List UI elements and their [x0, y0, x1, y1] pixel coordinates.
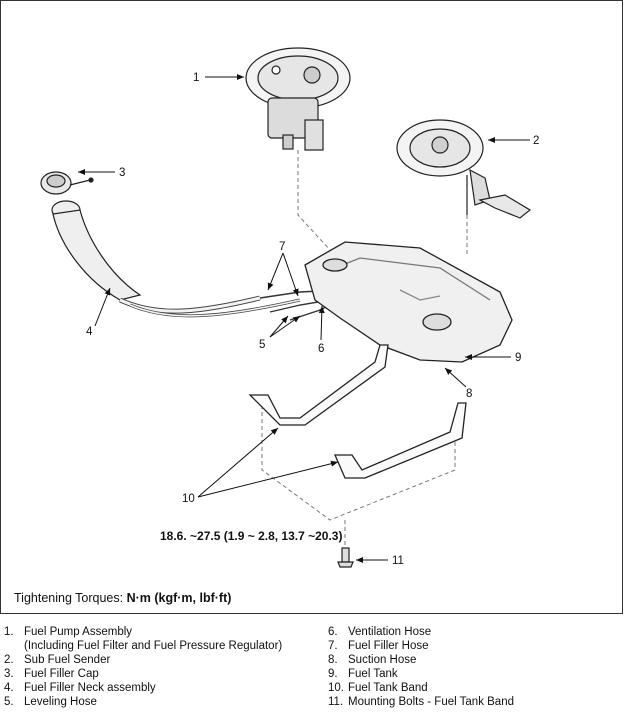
legend-text: Fuel Tank — [348, 668, 398, 680]
fuel-system-diagram: 1 2 3 4 5 6 7 8 9 10 11 — [40, 47, 539, 568]
legend-text: Fuel Filler Cap — [24, 668, 99, 680]
torque-note-prefix: Tightening Torques: — [14, 591, 127, 605]
callout-4: 4 — [86, 326, 93, 338]
callout-11: 11 — [392, 555, 404, 567]
callout-9: 9 — [515, 352, 521, 364]
legend-item: 2. Sub Fuel Sender — [4, 653, 282, 667]
legend-item: 11. Mounting Bolts - Fuel Tank Band — [328, 695, 514, 709]
legend-item: 6. Ventilation Hose — [328, 625, 514, 639]
callout-7: 7 — [279, 241, 285, 253]
callout-2: 2 — [533, 135, 539, 147]
torque-note-units: N·m (kgf·m, lbf·ft) — [126, 591, 232, 605]
legend-item: 4. Fuel Filler Neck assembly — [4, 681, 282, 695]
legend-item: 1. Fuel Pump Assembly — [4, 625, 282, 639]
legend-number: 5. — [4, 696, 14, 708]
diagram-frame — [0, 0, 623, 614]
legend-text: Leveling Hose — [24, 696, 97, 708]
legend-text: Fuel Pump Assembly — [24, 626, 133, 638]
legend-text: Mounting Bolts - Fuel Tank Band — [348, 696, 514, 708]
leader-lines — [78, 74, 530, 563]
legend-text: Fuel Filler Neck assembly — [24, 682, 156, 694]
fuel-tank-bands — [248, 344, 467, 479]
legend-number: 3. — [4, 668, 14, 680]
torque-note: Tightening Torques: N·m (kgf·m, lbf·ft) — [14, 591, 231, 605]
fuel-pump-assembly — [245, 47, 351, 151]
fuel-tank — [304, 241, 513, 363]
legend-number: 8. — [328, 654, 338, 666]
legend-item: (Including Fuel Filter and Fuel Pressure… — [4, 639, 282, 653]
legend-text: Sub Fuel Sender — [24, 654, 111, 666]
legend-item: 10. Fuel Tank Band — [328, 681, 514, 695]
legend-number: 10. — [328, 682, 344, 694]
legend-text: Ventilation Hose — [348, 626, 432, 638]
legend-number: 9. — [328, 668, 338, 680]
torque-spec: 18.6. ~27.5 (1.9 ~ 2.8, 13.7 ~20.3) — [160, 529, 343, 543]
callout-1: 1 — [193, 72, 199, 84]
callout-5: 5 — [259, 339, 265, 351]
legend-number: 7. — [328, 640, 338, 652]
legend-number: 6. — [328, 626, 338, 638]
callout-3: 3 — [119, 167, 125, 179]
callout-10: 10 — [182, 493, 195, 505]
legend-number: 2. — [4, 654, 14, 666]
legend-number: 4. — [4, 682, 14, 694]
callout-8: 8 — [466, 388, 472, 400]
legend-text: Suction Hose — [348, 654, 417, 666]
guide-lines — [261, 150, 468, 550]
sub-fuel-sender — [396, 119, 532, 219]
legend-left: 1. Fuel Pump Assembly (Including Fuel Fil… — [4, 625, 282, 709]
callout-6: 6 — [318, 343, 324, 355]
legend-text: Fuel Tank Band — [348, 682, 428, 694]
fuel-filler-neck — [51, 200, 301, 318]
legend-number — [4, 639, 24, 653]
mounting-bolt — [337, 547, 354, 568]
legend-number: 1. — [4, 626, 14, 638]
legend-number: 11. — [328, 696, 344, 708]
legend-text: (Including Fuel Filter and Fuel Pressure… — [24, 640, 283, 652]
legend-item: 5. Leveling Hose — [4, 695, 282, 709]
legend-right: 6. Ventilation Hose 7. Fuel Filler Hose 8.… — [328, 625, 514, 709]
legend-item: 3. Fuel Filler Cap — [4, 667, 282, 681]
legend-item: 7. Fuel Filler Hose — [328, 639, 514, 653]
fuel-filler-cap — [40, 171, 94, 195]
legend-item: 8. Suction Hose — [328, 653, 514, 667]
legend-item: 9. Fuel Tank — [328, 667, 514, 681]
legend-text: Fuel Filler Hose — [348, 640, 429, 652]
